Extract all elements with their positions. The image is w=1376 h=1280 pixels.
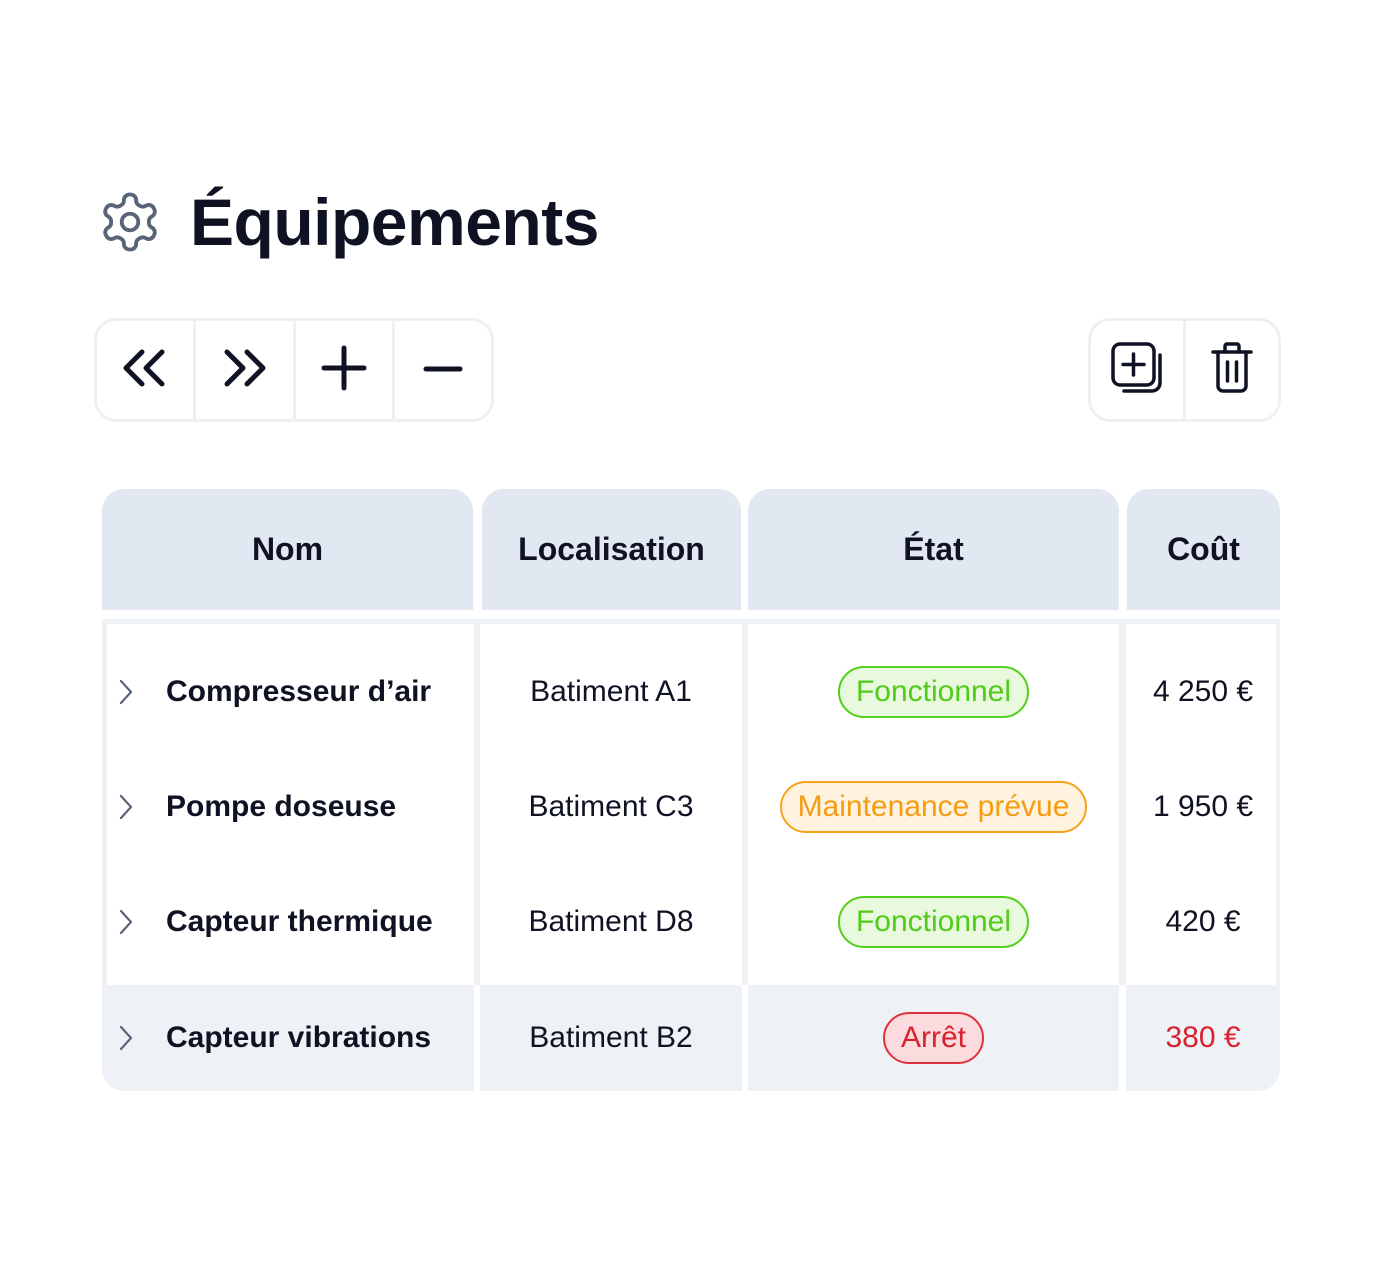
status-badge: Fonctionnel [837,665,1030,718]
double-chevron-right-icon [219,346,269,395]
duplicate-button[interactable] [1091,321,1186,419]
equipment-name: Capteur vibrations [166,1021,432,1054]
column-header-nom[interactable]: Nom [102,489,473,610]
minus-icon [423,361,463,379]
chevron-right-icon[interactable] [118,677,140,707]
cost-cell: 420 € [1165,904,1241,938]
table-row[interactable]: Pompe doseuse [102,749,474,864]
column-header-etat[interactable]: État [748,489,1119,610]
equipment-name: Compresseur d’air [166,674,432,708]
table-header: Nom Localisation État Coût [102,489,1280,610]
equipment-name: Pompe doseuse [166,789,397,823]
table-row-selected[interactable]: Capteur vibrations [102,985,474,1091]
cost-cell: 1 950 € [1152,789,1254,823]
cost-cell: 380 € [1165,1021,1241,1054]
gear-icon[interactable] [96,188,164,256]
location-cell: Batiment A1 [530,674,692,708]
status-badge: Maintenance prévue [779,780,1088,833]
location-cell: Batiment C3 [528,789,694,823]
add-button[interactable] [296,321,395,419]
chevron-right-icon[interactable] [118,907,140,937]
cost-cell: 4 250 € [1152,674,1254,708]
first-page-button[interactable] [97,321,197,419]
status-cell: Fonctionnel [748,634,1119,749]
double-chevron-left-icon [120,346,170,395]
status-cell: Arrêt [748,985,1119,1091]
page-header: Équipements [96,172,599,272]
table-row[interactable]: Compresseur d’air [102,634,474,749]
table-row[interactable]: Capteur thermique [102,864,474,979]
actions-toolbar [1088,318,1281,422]
chevron-right-icon[interactable] [118,792,140,822]
column-header-cout[interactable]: Coût [1127,489,1280,610]
location-cell: Batiment D8 [528,904,694,938]
location-cell: Batiment B2 [529,1021,693,1054]
table-body: Compresseur d’air Batiment A1 Fonctionne… [102,619,1280,1091]
remove-button[interactable] [395,321,491,419]
equipment-name: Capteur thermique [166,904,433,938]
status-badge: Fonctionnel [837,895,1030,948]
copy-plus-icon [1110,341,1164,400]
last-page-button[interactable] [196,321,296,419]
equipment-table: Nom Localisation État Coût Compresseur d… [102,489,1280,1091]
navigation-toolbar [94,318,494,422]
column-header-localisation[interactable]: Localisation [482,489,741,610]
delete-button[interactable] [1186,321,1278,419]
status-cell: Fonctionnel [748,864,1119,979]
plus-icon [320,344,368,397]
status-badge: Arrêt [882,1012,984,1064]
page-title: Équipements [190,185,599,259]
trash-icon [1210,341,1254,399]
chevron-right-icon[interactable] [118,1023,140,1053]
status-cell: Maintenance prévue [748,749,1119,864]
